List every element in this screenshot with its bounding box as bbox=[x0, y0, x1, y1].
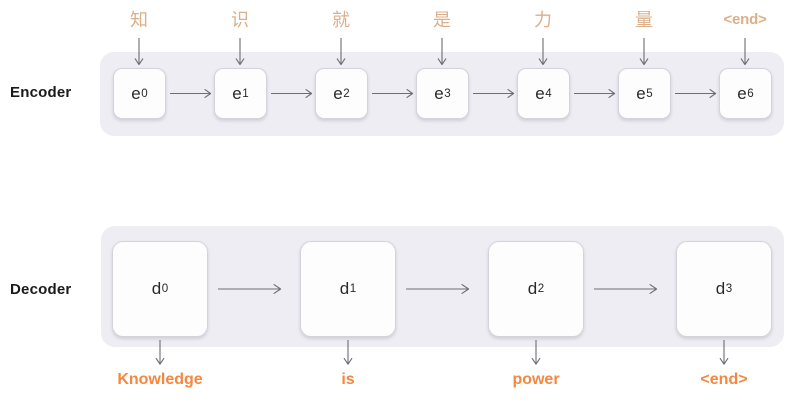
encoder-cell-0-subscript: 0 bbox=[141, 87, 148, 100]
encoder-cell-3-base: e bbox=[434, 83, 444, 103]
decoder-cell-1-subscript: 1 bbox=[349, 283, 357, 295]
decoder-band bbox=[101, 226, 784, 347]
decoder-cell-0-subscript: 0 bbox=[161, 283, 169, 295]
decoder-cell-2-subscript: 2 bbox=[537, 283, 545, 295]
decoder-output-token-2: power bbox=[512, 371, 560, 388]
decoder-cell-2-base: d bbox=[527, 279, 538, 298]
encoder-row-label: Encoder bbox=[10, 84, 72, 101]
encoder-input-token-3: 是 bbox=[433, 10, 451, 30]
encoder-input-token-5: 量 bbox=[635, 10, 653, 30]
encoder-cell-0-base: e bbox=[131, 83, 141, 103]
decoder-cell-0-base: d bbox=[151, 279, 162, 298]
decoder-output-token-1: is bbox=[341, 371, 355, 388]
encoder-cell-4-base: e bbox=[535, 83, 545, 103]
encoder-cell-6-subscript: 6 bbox=[747, 87, 754, 100]
encoder-cell-1-subscript: 1 bbox=[242, 87, 249, 100]
encoder-input-token-6: <end> bbox=[723, 11, 767, 28]
encoder-input-token-2: 就 bbox=[332, 10, 350, 30]
encoder-cell-4-subscript: 4 bbox=[545, 87, 552, 100]
encoder-cell-5-base: e bbox=[636, 83, 646, 103]
encoder-input-token-0: 知 bbox=[130, 10, 148, 30]
decoder-cell-1-base: d bbox=[339, 279, 350, 298]
encoder-cell-2-base: e bbox=[333, 83, 343, 103]
decoder-output-token-3: <end> bbox=[700, 371, 748, 388]
decoder-output-token-0: Knowledge bbox=[117, 371, 203, 388]
encoder-cell-3-subscript: 3 bbox=[444, 87, 451, 100]
encoder-input-token-1: 识 bbox=[231, 10, 249, 30]
decoder-cell-3-base: d bbox=[715, 279, 726, 298]
decoder-cell-3-subscript: 3 bbox=[725, 283, 733, 295]
decoder-row-label: Decoder bbox=[10, 281, 72, 298]
encoder-input-token-4: 力 bbox=[534, 10, 552, 30]
encoder-cell-6-base: e bbox=[737, 83, 747, 103]
encoder-cell-2-subscript: 2 bbox=[343, 87, 350, 100]
encoder-cell-5-subscript: 5 bbox=[646, 87, 653, 100]
encoder-cell-1-base: e bbox=[232, 83, 242, 103]
